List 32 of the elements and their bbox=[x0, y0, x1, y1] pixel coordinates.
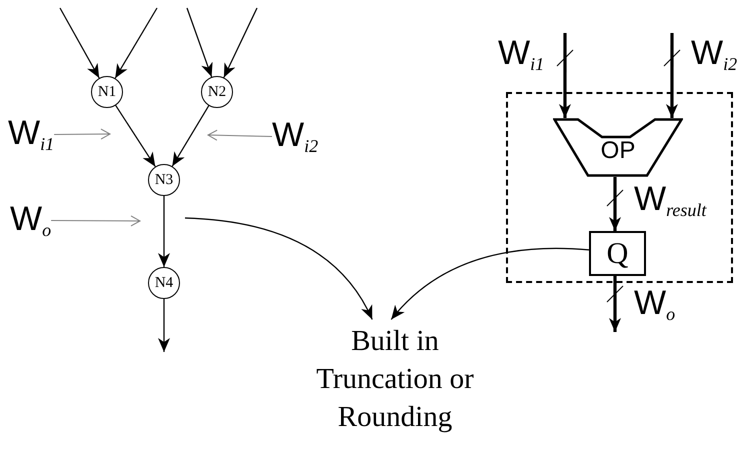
leader-arrow bbox=[50, 215, 140, 226]
leader-arrow bbox=[54, 128, 110, 140]
operator-block: OP bbox=[553, 118, 683, 177]
arrow bbox=[114, 8, 158, 79]
dashed-boundary bbox=[506, 92, 733, 283]
signal-width-label: W$_{i1}$ bbox=[498, 34, 544, 75]
arrow bbox=[184, 217, 373, 320]
arrow bbox=[609, 177, 621, 231]
arrow bbox=[158, 299, 170, 352]
arrow bbox=[223, 8, 258, 78]
arrow bbox=[115, 105, 156, 167]
signal-width-label: W$_{o}$ bbox=[634, 284, 676, 325]
signal-width-label: W$_{i2}$ bbox=[691, 34, 738, 75]
node-circle: N3 bbox=[148, 164, 180, 196]
quantizer-box: Q bbox=[589, 231, 646, 276]
arrow bbox=[172, 105, 210, 167]
annotation-text: Built in Truncation or Rounding bbox=[300, 322, 490, 447]
node-circle: N2 bbox=[201, 76, 233, 108]
arrow bbox=[666, 33, 678, 118]
arrow bbox=[390, 248, 590, 320]
width-label: W$_{i2}$ bbox=[272, 116, 318, 157]
width-label: W$_{i1}$ bbox=[8, 114, 54, 155]
width-label: W$_{o}$ bbox=[10, 200, 52, 241]
arrow bbox=[59, 8, 100, 78]
signal-width-label: W$_{result}$ bbox=[634, 180, 706, 221]
leader-arrow bbox=[208, 130, 272, 141]
arrow bbox=[186, 8, 213, 78]
arrow bbox=[558, 33, 571, 118]
arrow bbox=[609, 276, 621, 332]
arrow bbox=[158, 196, 170, 267]
node-circle: N4 bbox=[148, 267, 180, 299]
node-circle: N1 bbox=[91, 76, 123, 108]
